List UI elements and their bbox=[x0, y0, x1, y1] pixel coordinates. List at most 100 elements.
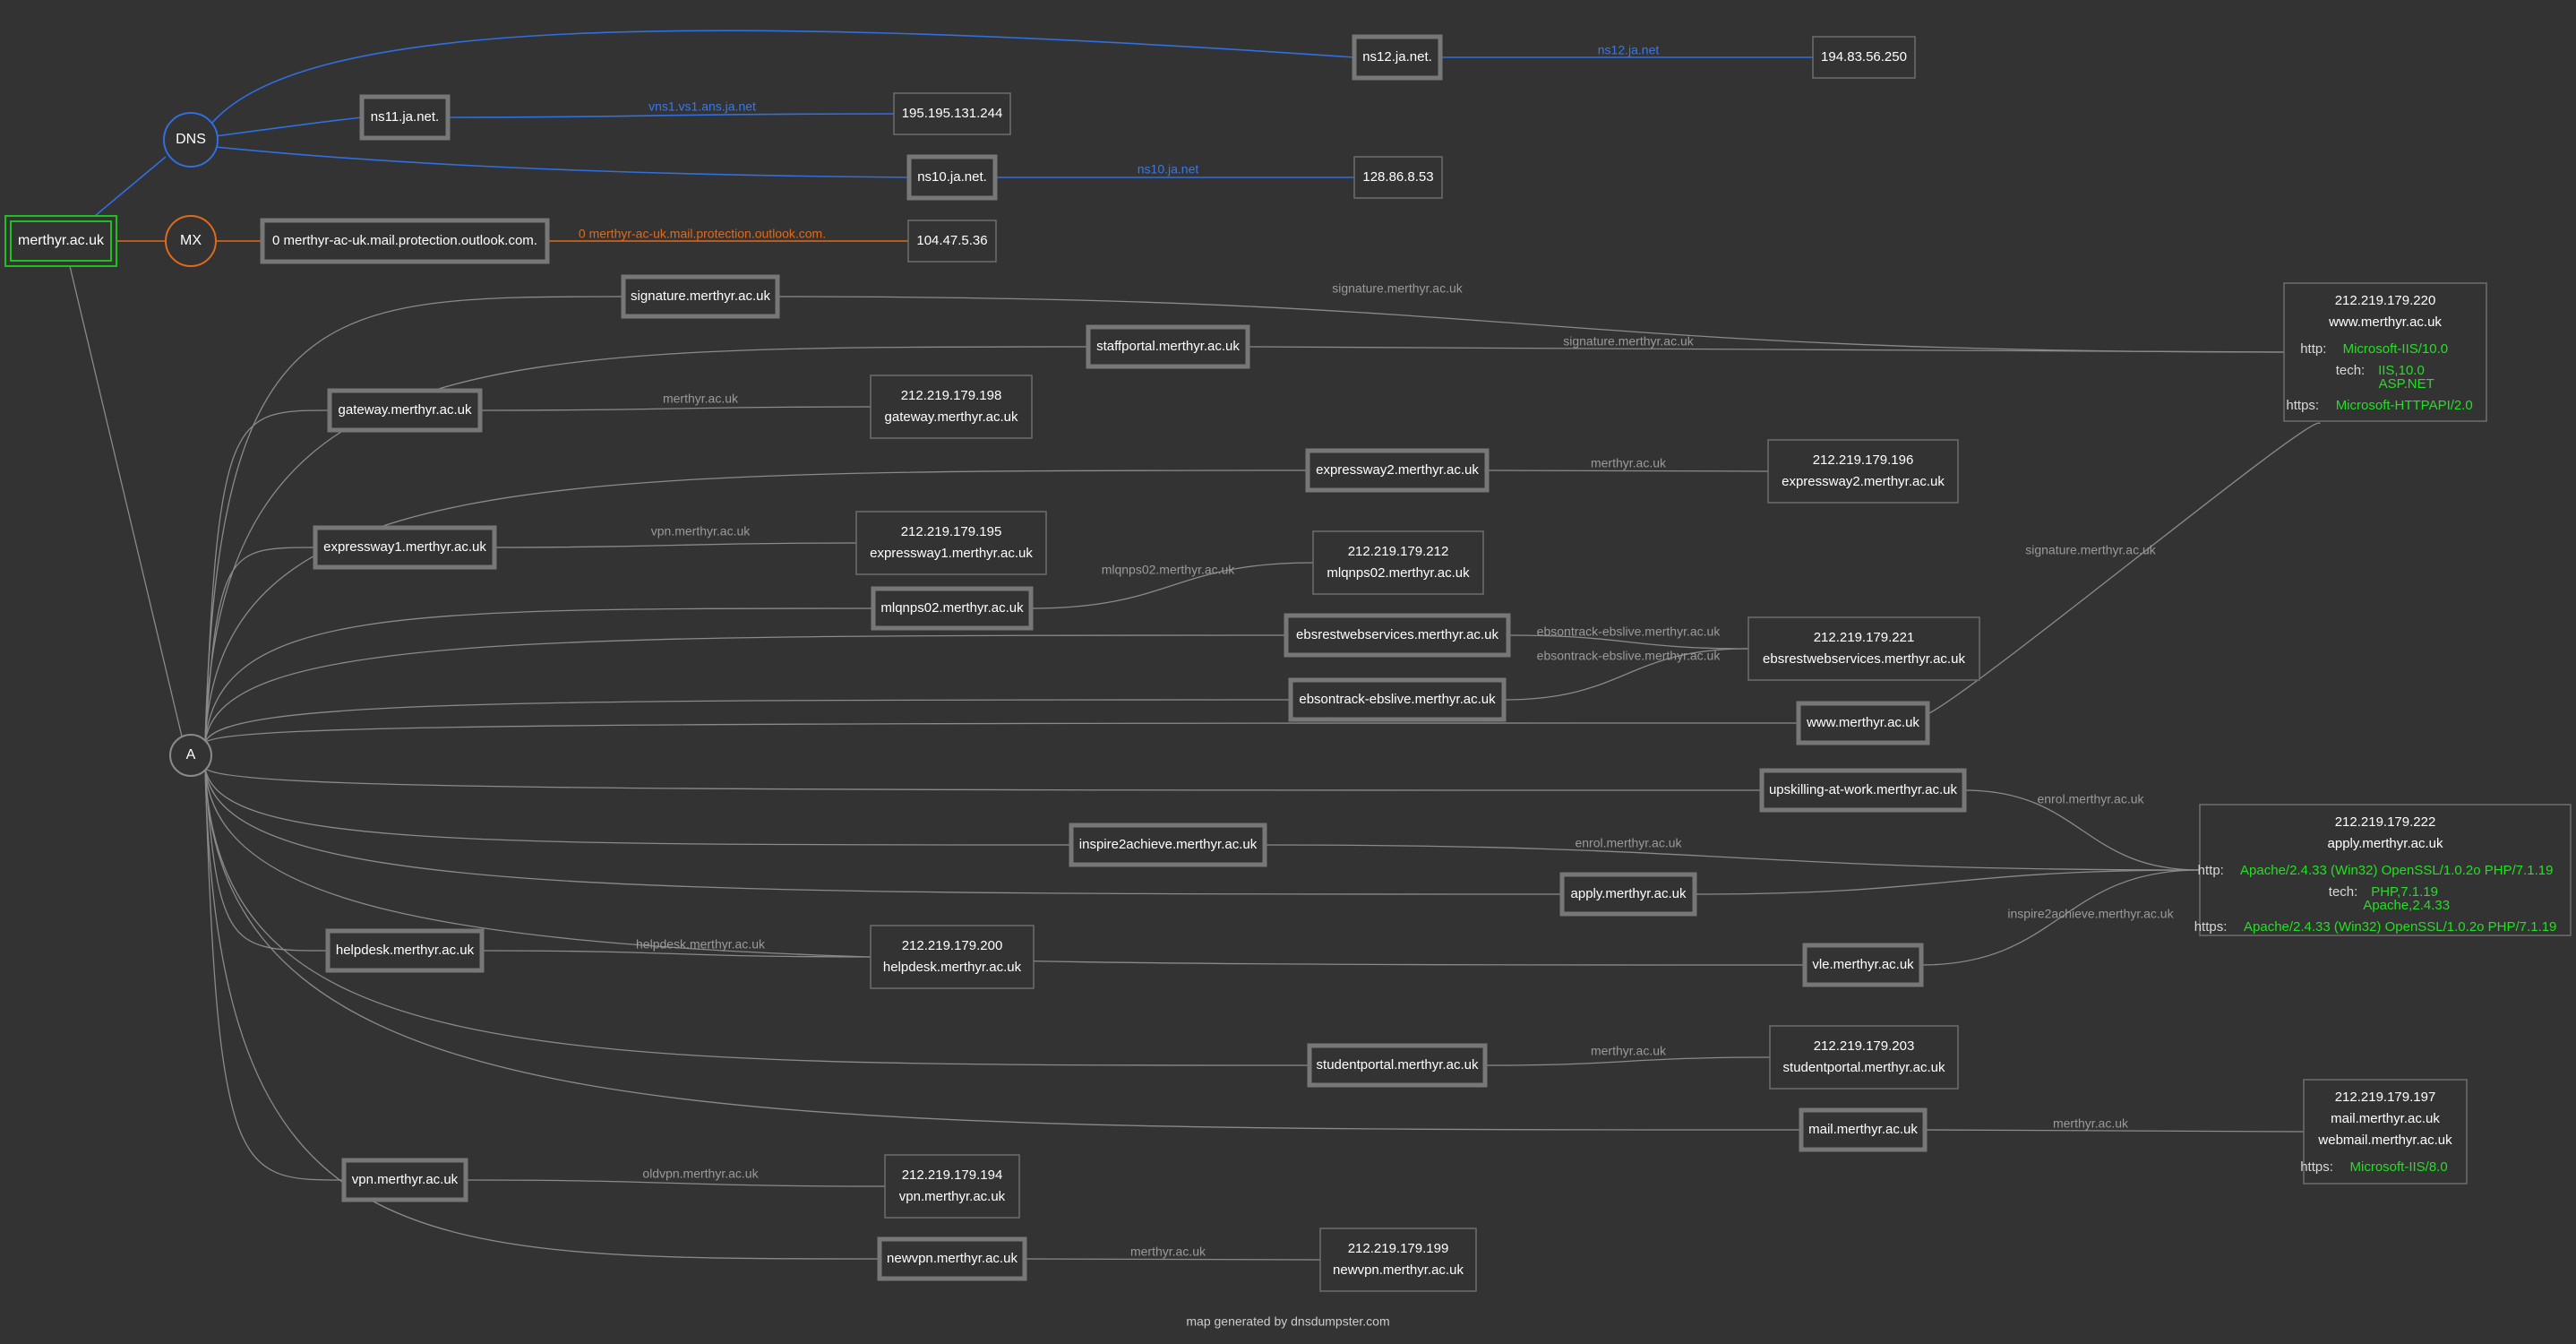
edge-host-target-3 bbox=[1486, 470, 1769, 472]
ip-box-border bbox=[870, 925, 1035, 989]
host-node-label: 0 merthyr-ac-uk.mail.protection.outlook.… bbox=[272, 233, 537, 248]
mx-ip-box[interactable]: 104.47.5.36 bbox=[907, 220, 997, 263]
edge-label: enrol.merthyr.ac.uk bbox=[1575, 836, 1682, 850]
ip-address: 104.47.5.36 bbox=[916, 233, 987, 248]
dns-hub[interactable]: DNS bbox=[163, 112, 219, 168]
edge-label: 0 merthyr-ac-uk.mail.protection.outlook.… bbox=[579, 227, 826, 241]
a-record-node[interactable]: vle.merthyr.ac.uk bbox=[1802, 943, 1924, 987]
host-node-label: www.merthyr.ac.uk bbox=[1806, 715, 1919, 730]
host-node-label: vle.merthyr.ac.uk bbox=[1812, 957, 1914, 972]
ip-address: 212.219.179.194 bbox=[902, 1167, 1003, 1183]
a-hub[interactable]: A bbox=[169, 734, 212, 777]
ip-box-border bbox=[1747, 616, 1980, 681]
nameserver-node[interactable]: ns11.ja.net. bbox=[359, 94, 451, 141]
hostname: helpdesk.merthyr.ac.uk bbox=[883, 960, 1022, 975]
host-node-box bbox=[1284, 613, 1511, 658]
a-record-node[interactable]: staffportal.merthyr.ac.uk bbox=[1086, 324, 1250, 369]
ip-box-border bbox=[855, 511, 1047, 575]
hostname: www.merthyr.ac.uk bbox=[2328, 314, 2442, 330]
a-record-node[interactable]: expressway1.merthyr.ac.uk bbox=[313, 525, 497, 570]
banner-box[interactable]: 212.219.179.197mail.merthyr.ac.ukwebmail… bbox=[2300, 1079, 2468, 1185]
a-record-node[interactable]: expressway2.merthyr.ac.uk bbox=[1305, 448, 1490, 493]
ip-address: 194.83.56.250 bbox=[1821, 49, 1907, 65]
a-record-node[interactable]: gateway.merthyr.ac.uk bbox=[327, 388, 483, 433]
ip-box[interactable]: 212.219.179.221ebsrestwebservices.merthy… bbox=[1747, 616, 1980, 681]
a-record-node[interactable]: ebsontrack-ebslive.merthyr.ac.uk bbox=[1288, 677, 1507, 722]
host-node-box bbox=[1559, 872, 1697, 917]
ip-box-border bbox=[1312, 530, 1484, 595]
edge-label: oldvpn.merthyr.ac.uk bbox=[642, 1167, 759, 1181]
a-record-node[interactable]: newvpn.merthyr.ac.uk bbox=[877, 1236, 1027, 1281]
host-node-label: mail.merthyr.ac.uk bbox=[1808, 1122, 1918, 1137]
ip-box-border bbox=[1319, 1228, 1477, 1292]
nameserver-ip-box[interactable]: 128.86.8.53 bbox=[1353, 156, 1443, 199]
edge-a-host-14 bbox=[204, 767, 1310, 1066]
host-node-label: inspire2achieve.merthyr.ac.uk bbox=[1079, 837, 1258, 852]
edge-label: signature.merthyr.ac.uk bbox=[1332, 281, 1464, 296]
a-record-node[interactable]: mail.merthyr.ac.uk bbox=[1799, 1107, 1928, 1152]
host-node-label: gateway.merthyr.ac.uk bbox=[339, 402, 472, 418]
nameserver-node[interactable]: ns12.ja.net. bbox=[1352, 34, 1443, 81]
edge-host-target-13 bbox=[1920, 869, 2201, 966]
edge-a-host-4 bbox=[204, 547, 316, 744]
host-node-label: ns12.ja.net. bbox=[1362, 49, 1432, 65]
a-record-node[interactable]: studentportal.merthyr.ac.uk bbox=[1307, 1043, 1488, 1088]
mx-hub-label: MX bbox=[180, 233, 202, 248]
a-record-node[interactable]: mlqnps02.merthyr.ac.uk bbox=[871, 586, 1034, 631]
ip-address: 212.219.179.222 bbox=[2335, 814, 2436, 830]
edge-a-host-12 bbox=[204, 767, 329, 952]
nameserver-node[interactable]: ns10.ja.net. bbox=[906, 154, 998, 201]
a-record-node[interactable]: upskilling-at-work.merthyr.ac.uk bbox=[1759, 768, 1967, 813]
a-record-node[interactable]: apply.merthyr.ac.uk bbox=[1559, 872, 1697, 917]
banner-box[interactable]: 212.219.179.222apply.merthyr.ac.ukhttp:A… bbox=[2194, 804, 2572, 936]
host-node-box bbox=[1288, 677, 1507, 722]
a-record-node[interactable]: signature.merthyr.ac.uk bbox=[621, 274, 780, 319]
a-record-node[interactable]: www.merthyr.ac.uk bbox=[1796, 701, 1930, 745]
nameserver-ip-box[interactable]: 195.195.131.244 bbox=[893, 92, 1011, 135]
nameserver-ip-box[interactable]: 194.83.56.250 bbox=[1812, 36, 1916, 79]
edge-host-target-2 bbox=[479, 406, 872, 411]
host-node-box bbox=[327, 388, 483, 433]
edge-a-host-15 bbox=[204, 767, 1802, 1131]
banner-box[interactable]: 212.219.179.220www.merthyr.ac.ukhttp:Mic… bbox=[2283, 282, 2487, 422]
mx-host-node[interactable]: 0 merthyr-ac-uk.mail.protection.outlook.… bbox=[260, 218, 550, 264]
edge-host-target-4 bbox=[494, 542, 857, 548]
edge-a-host-13 bbox=[204, 767, 1806, 966]
a-record-node[interactable]: ebsrestwebservices.merthyr.ac.uk bbox=[1284, 613, 1511, 658]
edge-label: vns1.vs1.ans.ja.net bbox=[648, 99, 756, 114]
edge-label: ns10.ja.net bbox=[1138, 162, 1199, 177]
edge-label: enrol.merthyr.ac.uk bbox=[2037, 792, 2144, 806]
ip-box-border bbox=[1767, 439, 1959, 504]
banner-box-border bbox=[2303, 1079, 2468, 1185]
edge-a-host-6 bbox=[204, 634, 1287, 744]
banner-box-border bbox=[2199, 804, 2572, 936]
mx-hub[interactable]: MX bbox=[165, 215, 217, 267]
edge-host-target-5 bbox=[1030, 562, 1314, 609]
host-node-box bbox=[1799, 1107, 1928, 1152]
edge-a-host-0 bbox=[204, 296, 624, 744]
a-record-node[interactable]: inspire2achieve.merthyr.ac.uk bbox=[1069, 823, 1267, 867]
edge-label: merthyr.ac.uk bbox=[2053, 1116, 2129, 1131]
a-record-node[interactable]: vpn.merthyr.ac.uk bbox=[341, 1158, 468, 1202]
banner-value: ASP.NET bbox=[2379, 376, 2434, 392]
host-node-label: staffportal.merthyr.ac.uk bbox=[1096, 339, 1240, 354]
edge-ns-ip-1 bbox=[447, 113, 895, 118]
banner-value: Apache,2.4.33 bbox=[2363, 898, 2450, 913]
ip-address: 212.219.179.196 bbox=[1813, 452, 1914, 468]
ip-address: 212.219.179.221 bbox=[1814, 630, 1915, 645]
edge-a-host-9 bbox=[204, 767, 1763, 791]
edge-host-target-0 bbox=[777, 296, 2285, 353]
root-domain-node[interactable]: merthyr.ac.uk bbox=[4, 215, 117, 267]
ip-box[interactable]: 212.219.179.203studentportal.merthyr.ac.… bbox=[1769, 1025, 1959, 1090]
host-node-box bbox=[341, 1158, 468, 1202]
a-record-node[interactable]: helpdesk.merthyr.ac.uk bbox=[325, 928, 485, 973]
host-node-box bbox=[1802, 943, 1924, 987]
